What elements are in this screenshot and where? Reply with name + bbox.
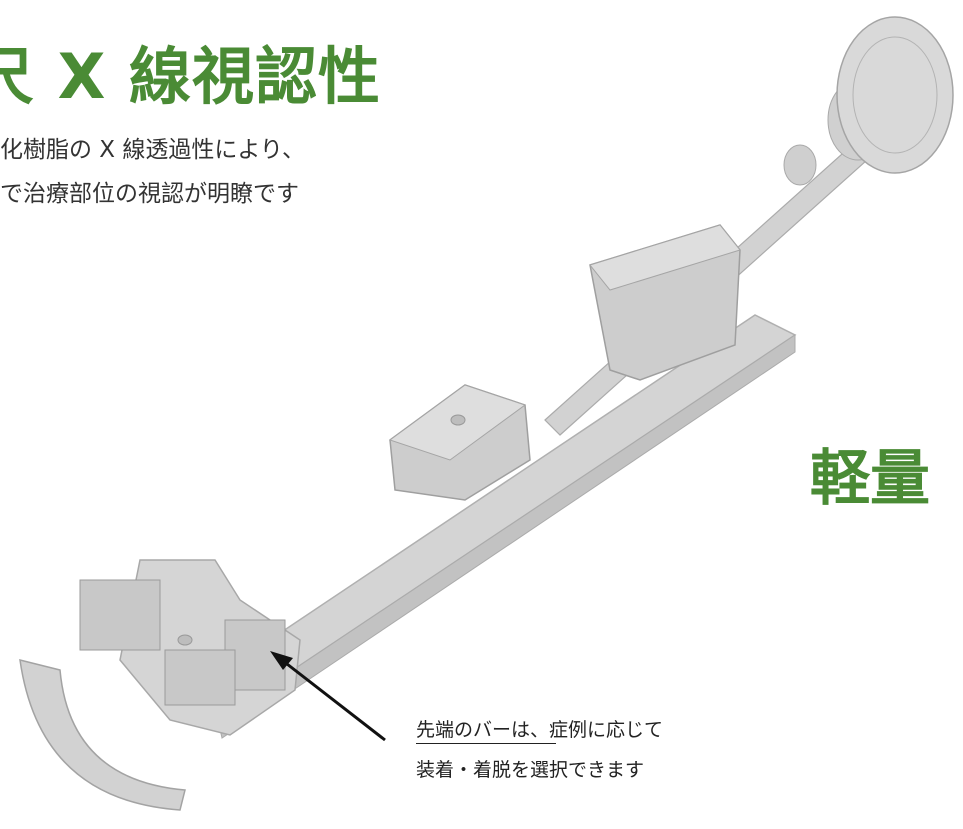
device-collar — [783, 144, 817, 186]
description-text: 化樹脂の X 線透過性により、 で治療部位の視認が明瞭です — [0, 128, 305, 216]
callout-arrowhead — [270, 651, 293, 670]
callout-line-1: 先端のバーは、症例に応じて — [416, 719, 664, 741]
headline-xray-visibility: 尺 X 線視認性 — [0, 40, 381, 113]
description-line-1: 化樹脂の X 線透過性により、 — [0, 137, 305, 163]
callout-arrow — [277, 655, 386, 742]
callout-line-2: 装着・着脱を選択できます — [416, 759, 645, 781]
device-hook — [19, 659, 186, 811]
feature-label-lightweight: 軽量 — [810, 444, 930, 514]
device-mesh-pad — [79, 579, 286, 706]
callout-text: 先端のバーは、症例に応じて 装着・着脱を選択できます — [416, 710, 663, 790]
device-handle-disc — [836, 16, 954, 174]
description-line-2: で治療部位の視認が明瞭です — [0, 181, 299, 207]
callout-underline — [416, 743, 556, 744]
